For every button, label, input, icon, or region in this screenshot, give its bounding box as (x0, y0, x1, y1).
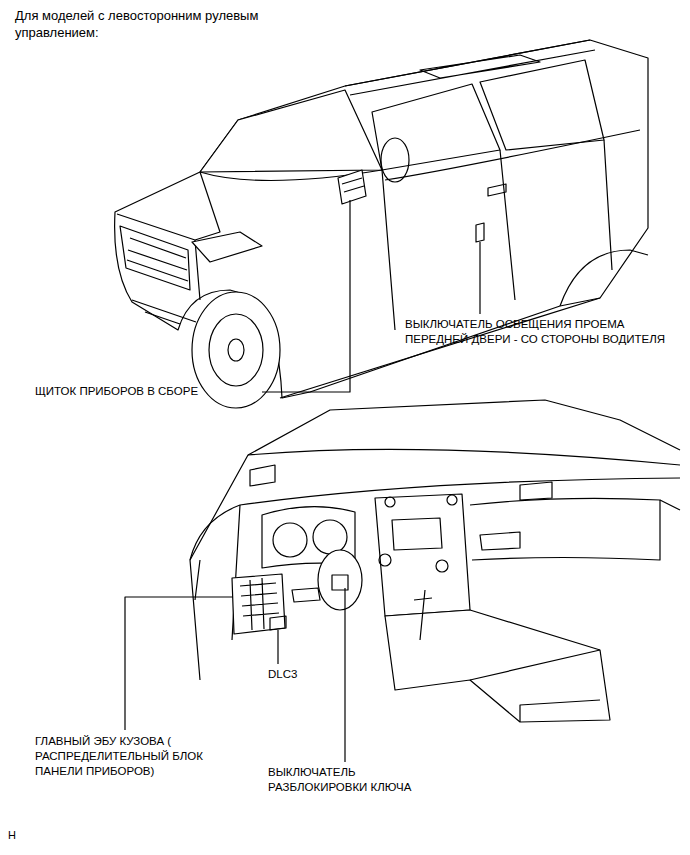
part-name: ЩИТОК ПРИБОРОВ В СБОРЕ (35, 384, 255, 399)
leader-lines (125, 200, 480, 762)
vehicle-drawing (115, 40, 648, 408)
part-name: ВЫКЛЮЧАТЕЛЬ ОСВЕЩЕНИЯ ПРОЕМА ПЕРЕДНЕЙ ДВ… (405, 317, 675, 347)
figure-code: H (8, 828, 16, 842)
dashboard-drawing (190, 400, 680, 722)
part-name: DLC3 (268, 667, 297, 682)
part-name: ГЛАВНЫЙ ЭБУ КУЗОВА ( РАСПРЕДЕЛИТЕЛЬНЫЙ Б… (35, 734, 240, 779)
page-title: Для моделей с левосторонним рулевым упра… (15, 8, 315, 42)
part-name: ВЫКЛЮЧАТЕЛЬ РАЗБЛОКИРОВКИ КЛЮЧА (268, 765, 458, 795)
